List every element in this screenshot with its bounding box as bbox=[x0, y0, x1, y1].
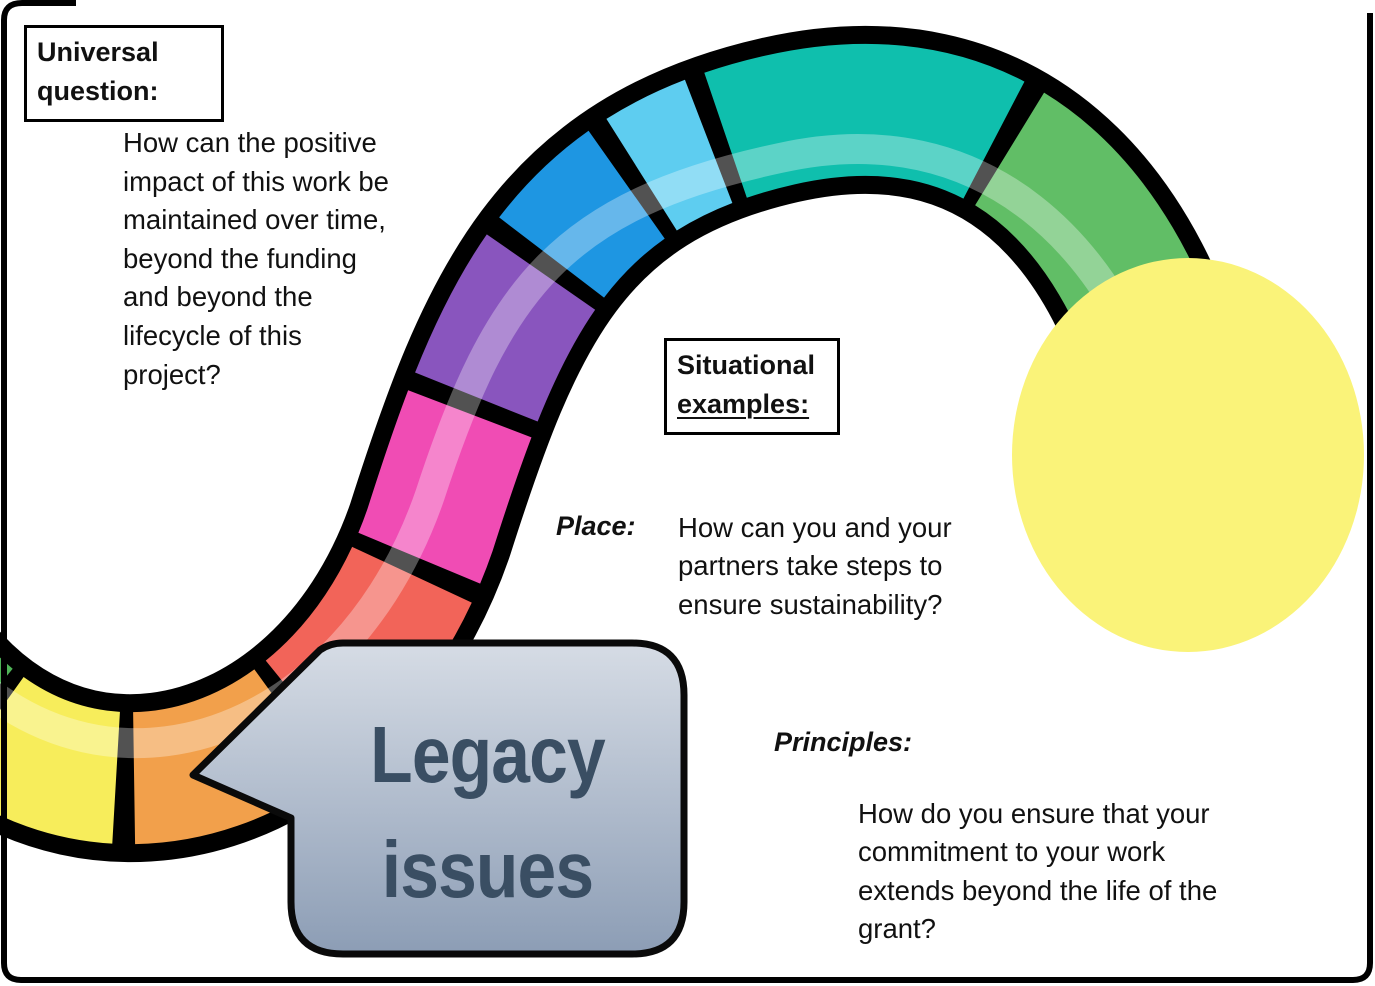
place-label: Place: bbox=[556, 511, 636, 541]
situational-examples-box: Situational examples: bbox=[664, 338, 840, 435]
bubble-label: Legacy issues bbox=[317, 697, 659, 927]
situational-label-line1: Situational bbox=[677, 350, 816, 380]
universal-question-box: Universal question: bbox=[24, 25, 224, 122]
bubble-label-line2: issues bbox=[381, 825, 594, 914]
bubble-label-line1: Legacy bbox=[370, 710, 606, 799]
principles-question-text: How do you ensure that your commitment t… bbox=[858, 798, 1218, 945]
place-question-text: How can you and your partners take steps… bbox=[678, 512, 952, 620]
universal-question-label: Universal question: bbox=[37, 37, 159, 106]
universal-question-text: How can the positive impact of this work… bbox=[123, 127, 389, 390]
track-segment-2 bbox=[0, 44, 1245, 844]
situational-label-line2: examples: bbox=[677, 389, 810, 419]
speech-bubble bbox=[189, 639, 688, 958]
track-segments bbox=[0, 44, 1245, 844]
track-segment-6 bbox=[0, 44, 1245, 844]
finish-circle bbox=[1012, 258, 1364, 652]
track-segment-10 bbox=[0, 44, 1245, 844]
principles-label: Principles: bbox=[774, 727, 913, 757]
track-gloss bbox=[0, 134, 1183, 759]
